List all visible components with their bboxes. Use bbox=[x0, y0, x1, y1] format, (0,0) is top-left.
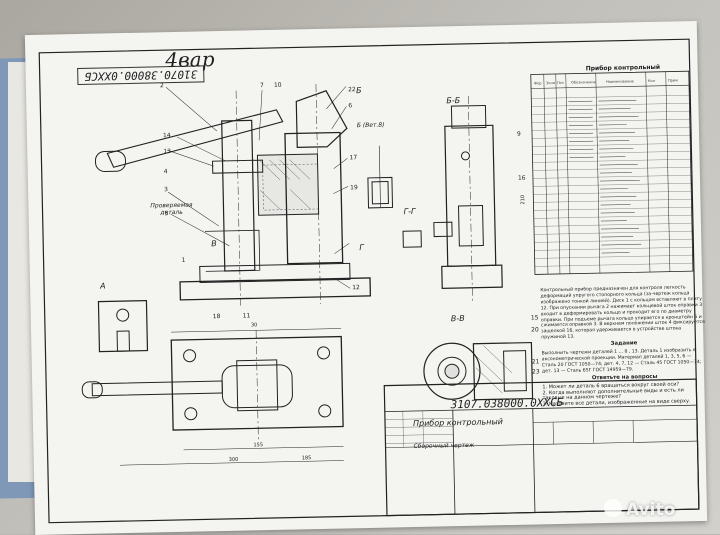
title-block-name: Прибор контрольный bbox=[413, 417, 503, 429]
section-label-view-8: Б (Вет.8) bbox=[357, 122, 385, 130]
part-label-16: 16 bbox=[518, 175, 526, 182]
part-label-2: 2 bbox=[160, 82, 164, 89]
section-label-v: В bbox=[211, 239, 217, 248]
dimension-30: 30 bbox=[251, 322, 257, 328]
part-label-10: 10 bbox=[274, 82, 282, 89]
title-block-code: 3107.038000.0ХХСБ bbox=[451, 396, 564, 411]
description-text: Контрольный прибор предназначен для конт… bbox=[540, 285, 705, 340]
avito-watermark: Avito bbox=[626, 500, 675, 520]
section-label-bb: Б-Б bbox=[446, 96, 460, 105]
part-label-23: 23 bbox=[532, 368, 540, 375]
part-label-18: 18 bbox=[213, 313, 221, 320]
svg-text:Обозначение: Обозначение bbox=[571, 80, 597, 85]
part-label-7: 7 bbox=[260, 82, 264, 89]
part-label-15: 15 bbox=[531, 314, 539, 321]
checked-part-caption: Проверяемая деталь bbox=[146, 202, 196, 217]
section-label-g: Г bbox=[359, 243, 364, 252]
part-label-22: 22 bbox=[348, 86, 356, 93]
description-block: Контрольный прибор предназначен для конт… bbox=[540, 285, 707, 409]
part-label-21: 21 bbox=[532, 358, 540, 365]
section-label-vv: В-В bbox=[451, 314, 465, 323]
title-block-subtitle: Сборочный чертеж bbox=[413, 442, 474, 450]
section-label-gg: Г-Г bbox=[404, 207, 416, 216]
part-label-4: 4 bbox=[164, 168, 168, 175]
part-label-11: 11 bbox=[243, 312, 251, 319]
dimension-210: 210 bbox=[520, 195, 526, 205]
part-label-17: 17 bbox=[349, 154, 357, 161]
part-label-5: 5 bbox=[165, 210, 169, 217]
part-label-9: 9 bbox=[517, 131, 521, 138]
part-label-3: 3 bbox=[164, 186, 168, 193]
avito-logo-icon bbox=[604, 499, 622, 517]
part-label-12: 12 bbox=[352, 284, 360, 291]
part-label-1: 1 bbox=[182, 257, 186, 264]
dimension-185: 185 bbox=[302, 455, 312, 461]
part-label-6: 6 bbox=[348, 102, 352, 109]
handwritten-variant-note: 4вар bbox=[165, 47, 215, 72]
section-label-b: Б bbox=[356, 86, 362, 95]
svg-text:Зона: Зона bbox=[546, 81, 555, 85]
section-label-a: A bbox=[100, 281, 106, 290]
svg-text:Поз: Поз bbox=[557, 81, 564, 85]
dimension-300: 300 bbox=[229, 457, 239, 463]
part-label-20: 20 bbox=[531, 326, 539, 333]
part-label-19: 19 bbox=[350, 184, 358, 191]
svg-text:Наименование: Наименование bbox=[606, 79, 635, 84]
part-label-13: 13 bbox=[163, 148, 171, 155]
svg-text:Прим: Прим bbox=[668, 78, 678, 82]
dimension-155: 155 bbox=[253, 442, 263, 448]
part-label-14: 14 bbox=[163, 132, 171, 139]
task-text: Выполнить чертежи деталей 1 ... 8 , 13. … bbox=[542, 348, 702, 374]
svg-text:Фор: Фор bbox=[534, 81, 542, 85]
svg-text:Кол: Кол bbox=[648, 79, 655, 83]
